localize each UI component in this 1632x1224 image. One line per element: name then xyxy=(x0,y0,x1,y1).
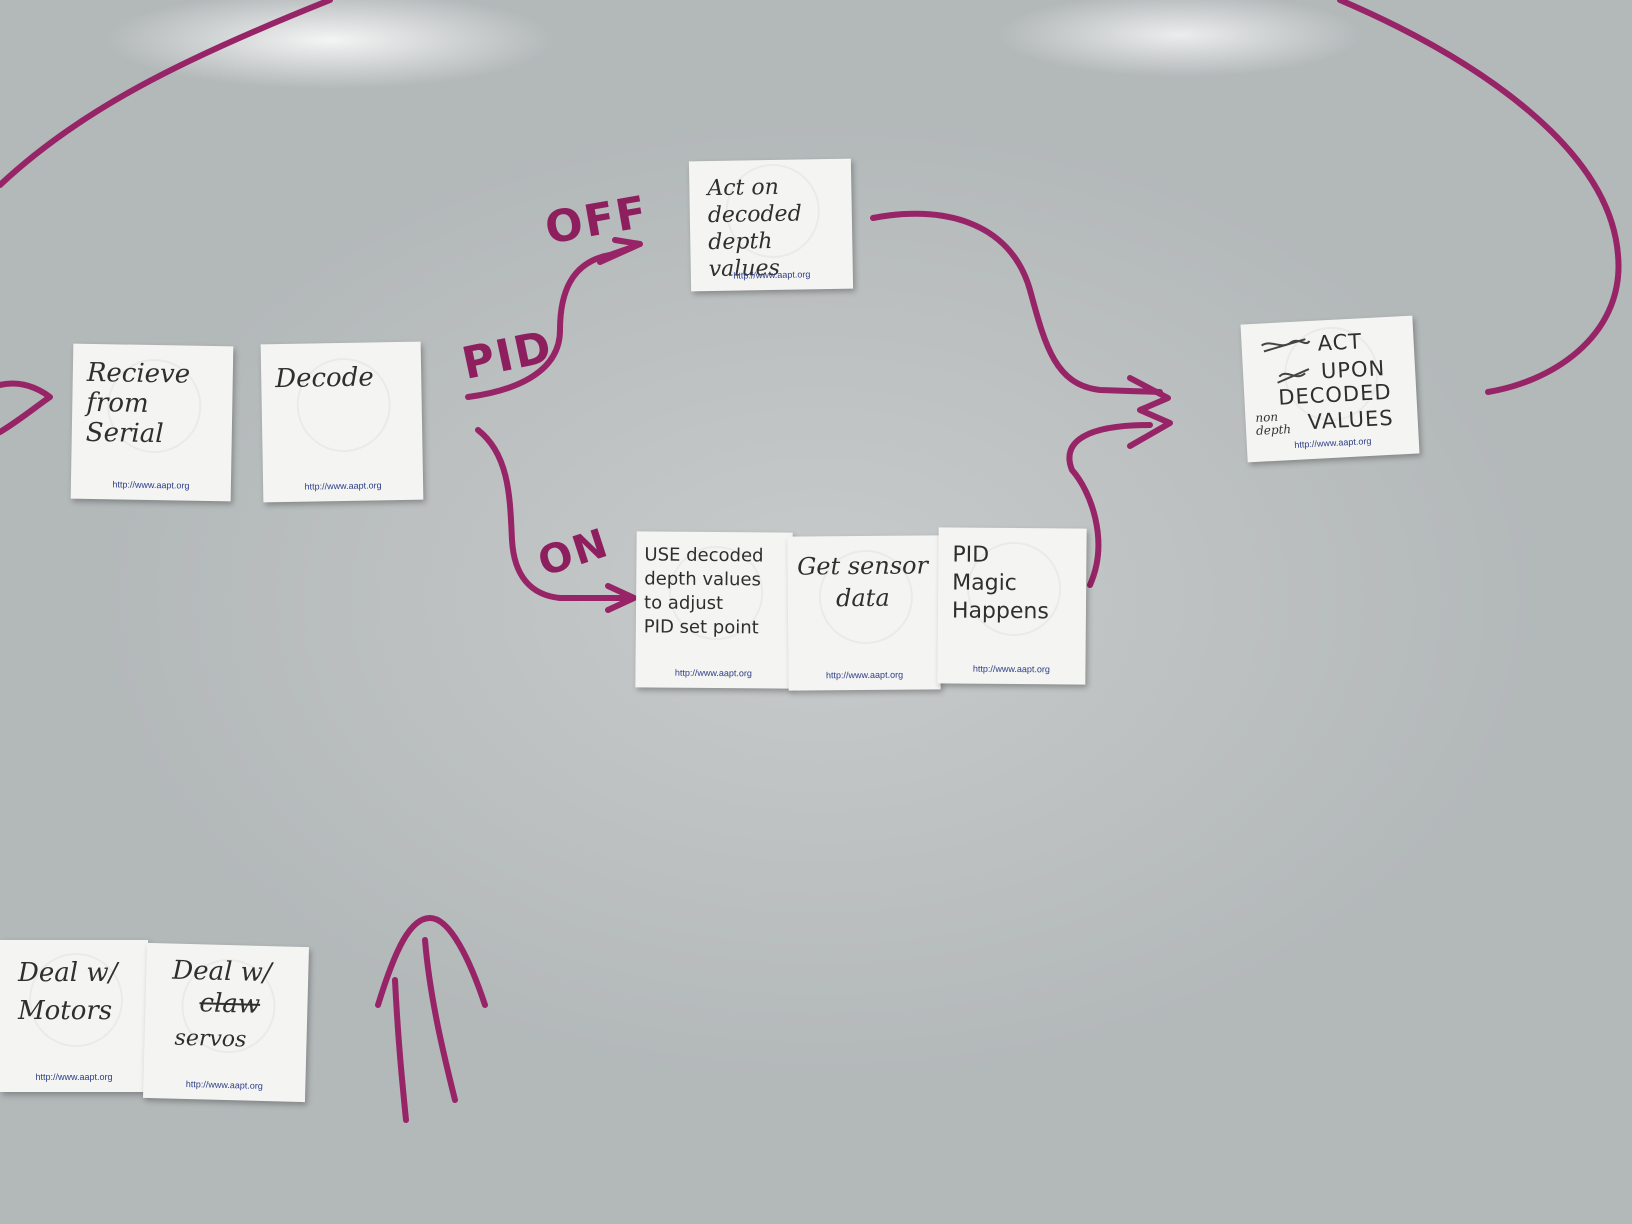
up-arrow-shaft-right xyxy=(422,937,458,1103)
loop-arc-left xyxy=(0,0,333,188)
up-arrow-head xyxy=(375,915,488,1008)
note-text: Get sensor data xyxy=(797,551,929,613)
scribble-mark xyxy=(1261,338,1311,384)
note-act-upon-decoded-values: ACT UPON DECODED VALUES non depth http:/… xyxy=(1240,315,1420,463)
branch-on-arrowhead xyxy=(605,583,637,613)
note-url: http://www.aapt.org xyxy=(304,480,382,492)
note-url: http://www.aapt.org xyxy=(35,1072,113,1082)
branch-off-arrowhead xyxy=(597,237,643,265)
note-deal-with-servos: Deal w/ claw servos http://www.aapt.org xyxy=(142,942,310,1103)
note-decode: Decode http://www.aapt.org xyxy=(260,341,424,503)
note-pid-magic-happens: PID Magic Happens http://www.aapt.org xyxy=(937,527,1087,685)
note-text: PID Magic Happens xyxy=(951,542,1049,625)
merge-top-line xyxy=(870,210,1163,395)
note-url: http://www.aapt.org xyxy=(185,1078,263,1091)
note-text: Recieve from Serial xyxy=(85,357,191,450)
note-url: http://www.aapt.org xyxy=(972,663,1051,675)
note-text: Deal w/ Motors xyxy=(18,958,118,1026)
note-use-decoded-depth: USE decoded depth values to adjust PID s… xyxy=(635,531,793,689)
note-url: http://www.aapt.org xyxy=(825,669,904,681)
note-deal-with-motors: Deal w/ Motors http://www.aapt.org xyxy=(0,940,148,1092)
note-text: Decode xyxy=(274,362,374,395)
note-caps-line4: VALUES xyxy=(1307,405,1395,435)
note-get-sensor-data: Get sensor data http://www.aapt.org xyxy=(787,535,941,691)
note-receive-from-serial: Recieve from Serial http://www.aapt.org xyxy=(70,343,234,502)
note-stamp xyxy=(29,952,123,1047)
note-act-on-decoded: Act on decoded depth values http://www.a… xyxy=(688,158,854,292)
note-text: USE decoded depth values to adjust PID s… xyxy=(643,544,764,639)
entry-arrow xyxy=(0,380,53,435)
branch-off-line xyxy=(465,245,633,400)
note-url: http://www.aapt.org xyxy=(112,479,190,491)
note-text-struck: claw xyxy=(199,988,261,1020)
note-text-line1: Deal w/ xyxy=(171,955,273,989)
note-insert-non-depth: non depth xyxy=(1255,409,1292,438)
note-text-line3: servos xyxy=(174,1025,247,1053)
merge-bottom-line xyxy=(1066,422,1153,588)
note-url: http://www.aapt.org xyxy=(674,667,753,679)
branch-on-line xyxy=(475,427,633,601)
note-caps-line1: ACT xyxy=(1316,329,1363,356)
note-text: Act on decoded depth values xyxy=(707,174,802,283)
loop-arc-right xyxy=(1337,0,1622,395)
up-arrow-shaft-left xyxy=(392,977,409,1123)
merge-arrowhead xyxy=(1127,375,1173,449)
